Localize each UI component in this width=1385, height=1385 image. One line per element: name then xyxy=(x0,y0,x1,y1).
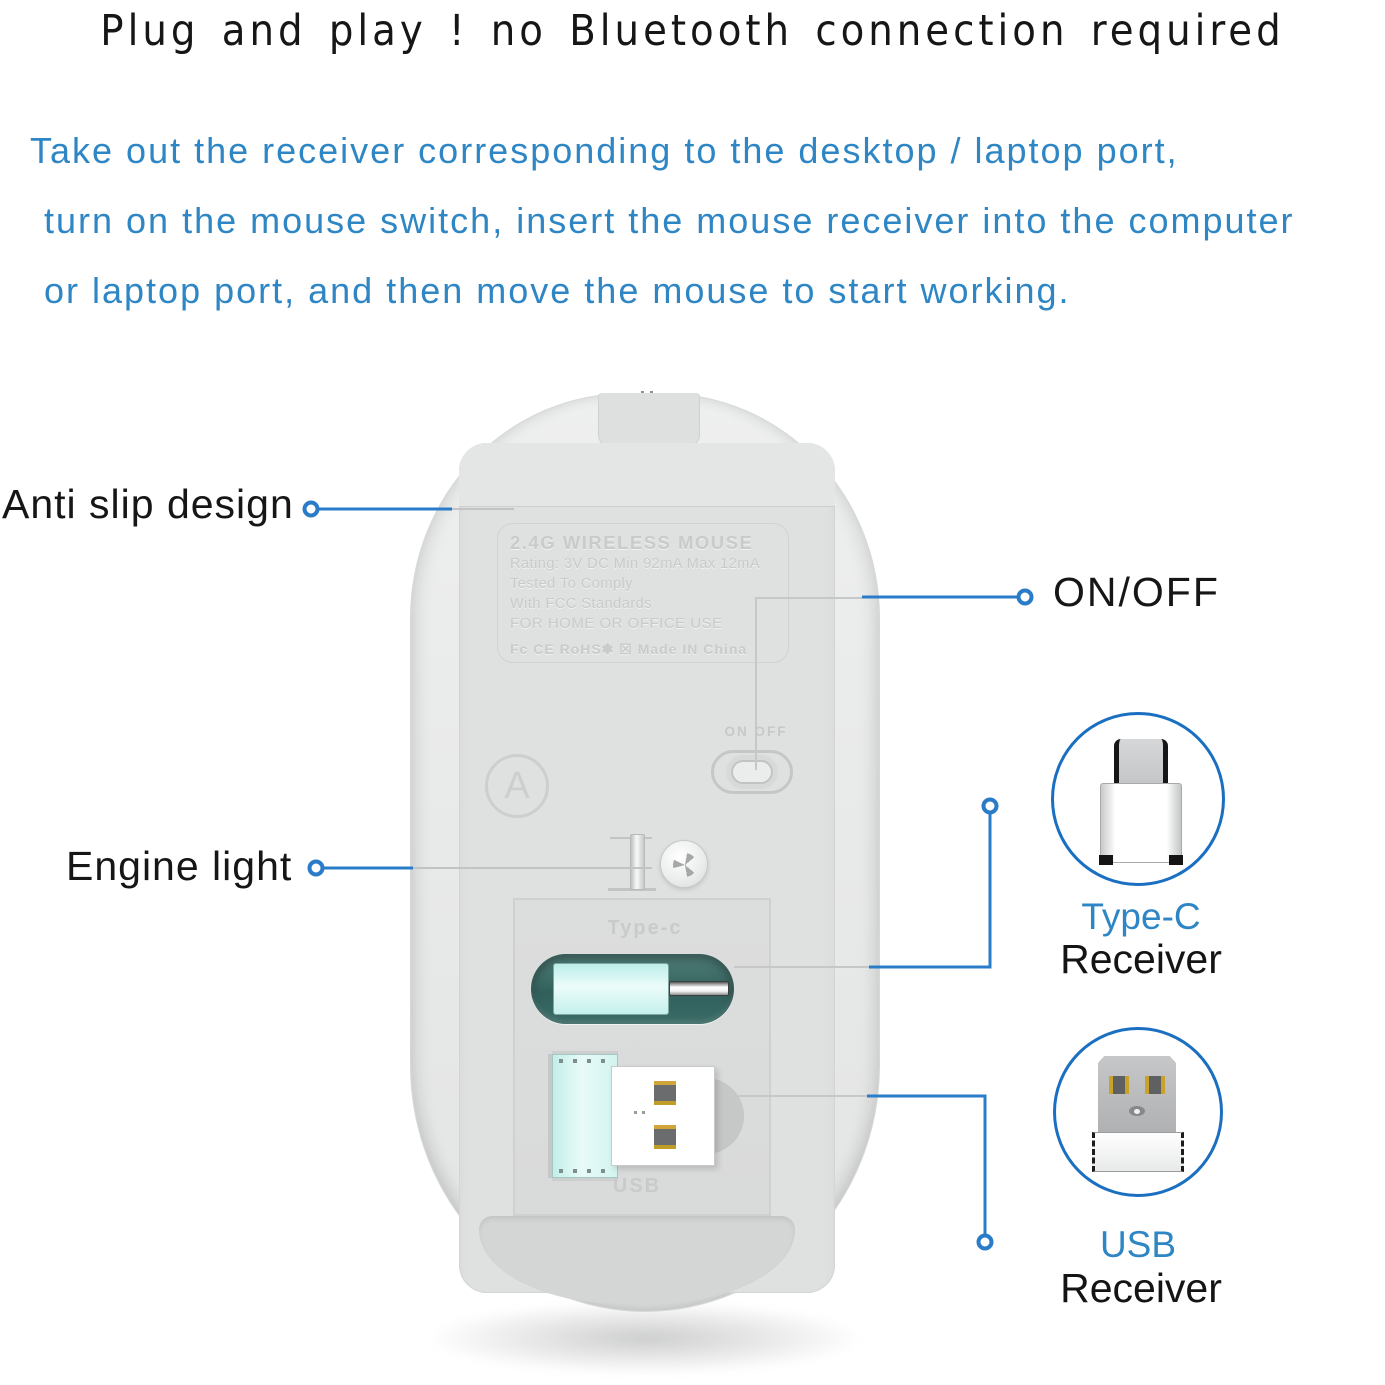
usb-icon-hole xyxy=(1129,1106,1145,1116)
engine-light-callout-label: Engine light xyxy=(66,843,293,889)
intro-line-1: Take out the receiver corresponding to t… xyxy=(30,130,1179,171)
intro-paragraph: Take out the receiver corresponding to t… xyxy=(0,116,1385,326)
usb-icon-contact-pad xyxy=(1109,1076,1129,1094)
usb-caption-name: USB xyxy=(1099,1224,1177,1265)
label-line-product: 2.4G WIRELESS MOUSE xyxy=(510,532,754,553)
engine-line-marker xyxy=(307,859,325,877)
regulatory-label: 2.4G WIRELESS MOUSE Rating: 3V DC Min 92… xyxy=(497,523,789,663)
optical-sensor-lens xyxy=(660,840,708,888)
mouse-drop-shadow xyxy=(430,1302,860,1374)
compliance-marks: Fc CE RoHS✽ ☒ Made IN China xyxy=(510,641,748,657)
page-title: Plug and play ! no Bluetooth connection … xyxy=(100,6,1285,56)
typec-caption-name: Type-C xyxy=(1081,896,1201,937)
typec-line-blue xyxy=(869,813,992,969)
anti-slip-strip xyxy=(459,443,835,507)
usb-receiver-body[interactable] xyxy=(552,1054,618,1178)
usb-caption-type: Receiver xyxy=(1060,1265,1222,1311)
sensor-lens-detail xyxy=(673,853,697,877)
typec-receiver-medallion xyxy=(1051,712,1225,886)
typec-receiver-connector xyxy=(669,981,729,996)
typec-storage-slot xyxy=(531,954,734,1024)
on-off-callout-label: ON/OFF xyxy=(1053,569,1220,615)
letter-a-badge: A xyxy=(485,754,549,818)
mouse-top-tab xyxy=(598,393,700,447)
usb-contact-pad xyxy=(654,1081,676,1105)
typec-receiver-stored[interactable] xyxy=(553,963,669,1015)
usb-icon-contact-pad xyxy=(1145,1076,1165,1094)
onoff-line-marker xyxy=(1016,588,1034,606)
anti-slip-callout-label: Anti slip design xyxy=(2,481,294,527)
usb-receiver-medallion xyxy=(1053,1027,1223,1197)
label-line-tested: Tested To Comply xyxy=(510,576,633,592)
intro-line-3: or laptop port, and then move the mouse … xyxy=(44,270,1071,311)
usb-receiver-plug[interactable] xyxy=(611,1066,715,1166)
label-line-fcc: With FCC Standards xyxy=(510,596,652,612)
power-switch-knob[interactable] xyxy=(731,760,773,784)
typec-port-engraved-label: Type-c xyxy=(607,917,683,939)
intro-line-2: turn on the mouse switch, insert the mou… xyxy=(44,200,1295,241)
label-line-rating: Rating: 3V DC Min 92mA Max 12mA xyxy=(510,556,761,572)
sensor-post xyxy=(630,834,645,890)
label-line-use: FOR HOME OR OFFICE USE xyxy=(510,615,723,632)
typec-line-marker xyxy=(981,797,999,815)
typec-adapter-body-icon xyxy=(1099,783,1183,865)
usb-plug-dots xyxy=(634,1111,637,1114)
usb-connector-icon xyxy=(1098,1056,1176,1132)
usb-port-engraved-label: USB xyxy=(612,1175,662,1197)
typec-caption-type: Receiver xyxy=(1060,936,1222,982)
usb-contact-pad xyxy=(654,1125,676,1149)
power-switch[interactable] xyxy=(711,750,793,794)
usb-line-marker xyxy=(976,1233,994,1251)
usb-line-blue xyxy=(867,1094,987,1234)
usb-cap-icon xyxy=(1092,1132,1184,1172)
switch-engraved-label: ON OFF xyxy=(724,724,788,739)
typec-connector-icon xyxy=(1114,739,1168,785)
anti-slip-line-marker xyxy=(302,500,320,518)
